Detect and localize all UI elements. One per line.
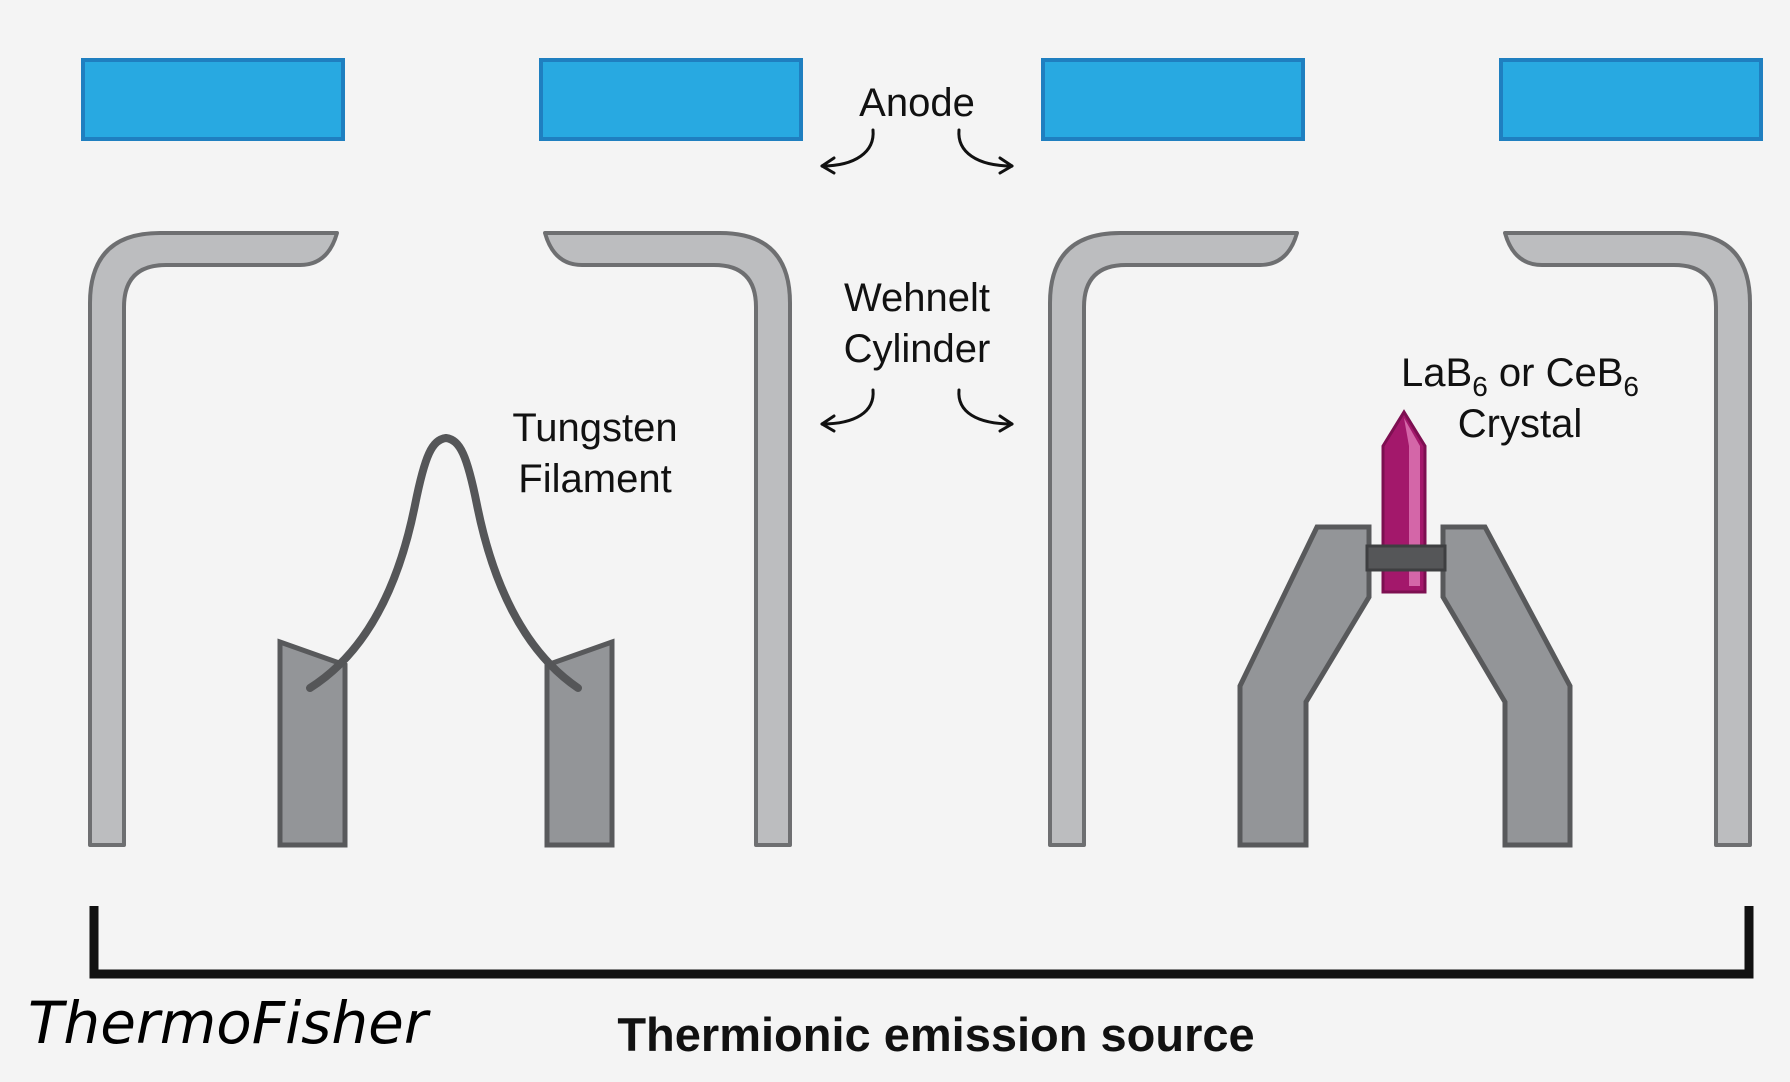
tungsten-label-line2: Filament (518, 457, 671, 501)
wehnelt-label-line2: Cylinder (844, 327, 991, 371)
wehnelt-wall-right-2 (1503, 231, 1752, 847)
crystal-label-line2: Crystal (1458, 402, 1582, 446)
anode-arrow-left (820, 128, 875, 168)
crystal-clamp-bar (1365, 544, 1447, 572)
anode-label: Anode (859, 81, 975, 125)
anode-arrows (820, 128, 1014, 175)
filament-post-left (277, 638, 348, 848)
crystal-label-line1: LaB6 or CeB6 (1401, 351, 1639, 402)
tungsten-holders (277, 638, 615, 848)
crystal-holder-arm-left (1237, 524, 1372, 848)
wehnelt-wall-left-1 (88, 231, 339, 847)
wehnelt-wall-left-2 (1048, 231, 1299, 847)
anode-plates (81, 58, 1763, 141)
tungsten-label-line1: Tungsten (512, 406, 677, 450)
tungsten-filament (306, 433, 582, 692)
crystal-holder-arm-right (1440, 524, 1573, 848)
anode-arrow-right (957, 128, 1014, 168)
anode-plate-3 (1041, 58, 1305, 141)
wehnelt-label-line1: Wehnelt (844, 276, 990, 320)
wehnelt-arrow-left (820, 388, 875, 426)
filament-post-right (544, 638, 615, 848)
brand-credit: ThermoFisher (28, 989, 431, 1057)
wehnelt-arrow-right (957, 388, 1014, 426)
wehnelt-arrows (820, 388, 1014, 433)
anode-plate-4 (1499, 58, 1763, 141)
anode-plate-1 (81, 58, 345, 141)
wehnelt-wall-right-1 (543, 231, 792, 847)
diagram-caption: Thermionic emission source (617, 1008, 1254, 1061)
anode-plate-2 (539, 58, 803, 141)
source-bracket (89, 906, 1754, 979)
wehnelt-cylinders (88, 231, 1752, 847)
